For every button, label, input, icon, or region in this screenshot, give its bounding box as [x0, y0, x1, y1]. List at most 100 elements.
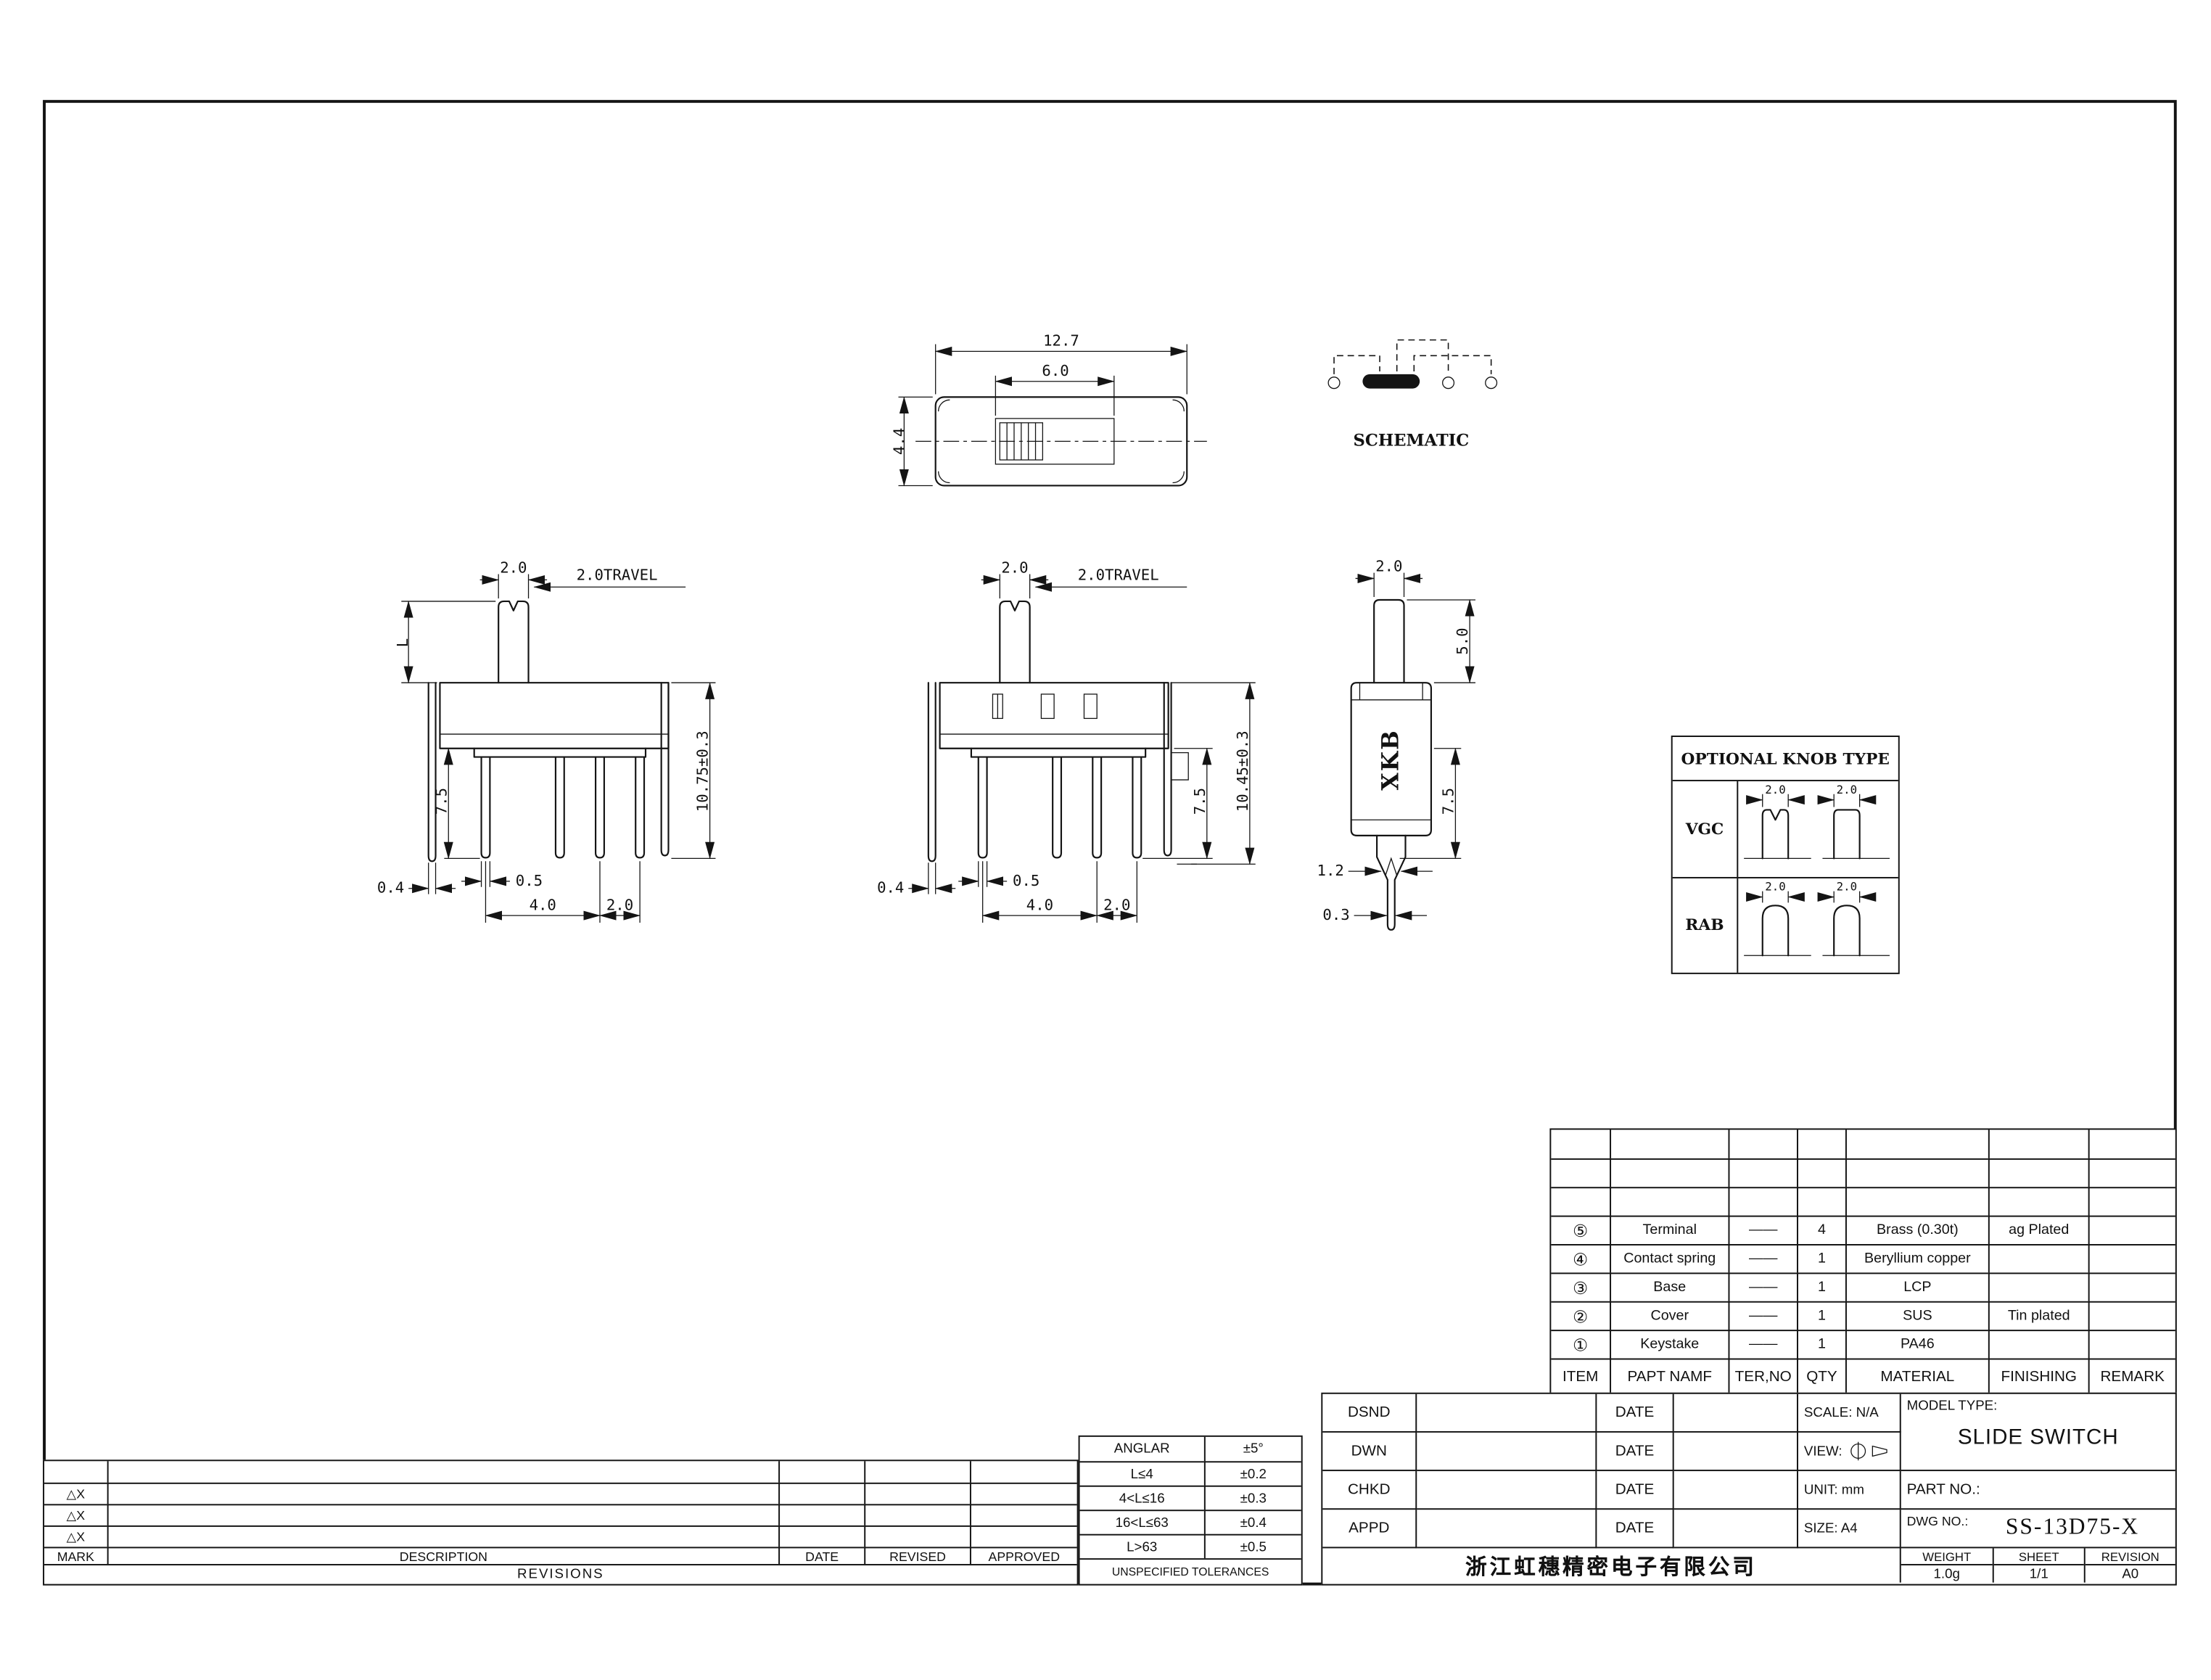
sheet-label: SHEET [1993, 1548, 2084, 1566]
weight-value: 1.0g [1933, 1566, 1960, 1582]
side-view: XKB 2.0 5.0 7.5 1.2 0.3 [1317, 558, 1475, 931]
model-type-value: SLIDE SWITCH [1957, 1425, 2119, 1450]
tolerance-value: ±0.4 [1203, 1510, 1301, 1534]
knob-dim: 2.0 [1837, 879, 1857, 893]
bom-material: Brass (0.30t) [1845, 1215, 1988, 1244]
model-type-label: MODEL TYPE: [1906, 1398, 1998, 1415]
signature-field [1417, 1393, 1597, 1433]
revisions-footer: REVISIONS [44, 1564, 1077, 1584]
revisions-header-row: MARK DESCRIPTION DATE REVISED APPROVED [44, 1547, 1077, 1565]
dim-top-slot: 6.0 [1042, 362, 1069, 379]
bom-header-qty: QTY [1797, 1358, 1845, 1393]
bom-part-name: Base [1610, 1272, 1729, 1301]
bom-remark [2088, 1301, 2175, 1330]
model-type-box: MODEL TYPE: SLIDE SWITCH [1901, 1394, 2175, 1472]
revision-row: △X [44, 1482, 1077, 1504]
date-field [1673, 1432, 1798, 1472]
bom-ter-no: —— [1728, 1301, 1798, 1330]
schematic-view: SCHEMATIC [1327, 339, 1498, 450]
bom-empty-row [1551, 1129, 2175, 1158]
rev-header-date: DATE [778, 1547, 865, 1565]
schematic-label: SCHEMATIC [1353, 431, 1469, 450]
dim-a-knob-height: L [394, 638, 411, 647]
bom-header-row: ITEM PAPT NAMF TER,NO QTY MATERIAL FINIS… [1551, 1358, 2175, 1393]
knob-profile-drawing: 2.0 2.0 [1738, 781, 1898, 876]
dim-a-pin-width: 0.5 [516, 872, 543, 889]
date-field [1673, 1471, 1798, 1510]
bom-qty: 4 [1797, 1215, 1845, 1244]
dim-a-total-height: 10.75±0.3 [694, 730, 712, 812]
approval-grid: DSND DATE DWN DATE CHKD DATE APPD DATE [1322, 1393, 1798, 1549]
bom-row-terminal: ⑤ Terminal —— 4 Brass (0.30t) ag Plated [1551, 1215, 2175, 1244]
bom-row-contact-spring: ④ Contact spring —— 1 Beryllium copper [1551, 1243, 2175, 1273]
bom-ter-no: —— [1728, 1243, 1798, 1273]
dim-b-knob-width: 2.0 [1001, 559, 1028, 577]
bom-qty: 1 [1797, 1330, 1845, 1359]
rev-header-description: DESCRIPTION [107, 1547, 779, 1565]
bom-table: ⑤ Terminal —— 4 Brass (0.30t) ag Plated … [1549, 1128, 2177, 1394]
sheet-value: 1/1 [2029, 1566, 2049, 1582]
approval-label: APPD [1322, 1510, 1417, 1549]
view-label: VIEW: [1803, 1443, 1842, 1459]
bom-material: PA46 [1845, 1330, 1988, 1359]
bom-finishing [1988, 1272, 2088, 1301]
knob-row-rab: RAB 2.0 2.0 [1672, 876, 1898, 973]
date-label: DATE [1597, 1471, 1674, 1510]
approval-label: DWN [1322, 1432, 1417, 1472]
dim-a-travel: 2.0TRAVEL [577, 566, 658, 583]
bom-item-no: ① [1551, 1330, 1610, 1358]
bom-row-keystake: ① Keystake —— 1 PA46 [1551, 1330, 2175, 1359]
weight-box: WEIGHT 1.0g [1901, 1548, 1993, 1582]
tolerance-range: 4<L≤16 [1079, 1485, 1204, 1510]
date-label: DATE [1597, 1393, 1674, 1433]
bom-ter-no: —— [1728, 1330, 1798, 1359]
optional-knob-table: OPTIONAL KNOB TYPE VGC 2.0 2.0 RAB [1671, 736, 1900, 974]
revisions-table: △X △X △X MARK DESCRIPTION DATE REVISED A… [43, 1459, 1079, 1586]
dim-s-pin-width: 0.3 [1322, 906, 1349, 923]
weight-label: WEIGHT [1901, 1548, 1993, 1566]
revision-mark: △X [44, 1525, 107, 1547]
date-label: DATE [1597, 1510, 1674, 1549]
bom-item-no: ④ [1551, 1243, 1610, 1272]
front-view-b: 2.0 2.0TRAVEL 7.5 10.45±0.3 0.4 0.5 4.0 … [877, 559, 1256, 923]
bom-qty: 1 [1797, 1301, 1845, 1330]
date-label: DATE [1597, 1432, 1674, 1472]
projection-symbol-icon [1850, 1441, 1887, 1461]
slider-symbol [1362, 374, 1420, 389]
tolerance-range: ANGLAR [1113, 1441, 1170, 1457]
tolerances-table: ANGLAR ±5° L≤4 ±0.2 4<L≤16 ±0.3 16<L≤63 … [1078, 1435, 1303, 1586]
knob-type-label: VGC [1673, 781, 1739, 876]
revision-value: A0 [2122, 1566, 2139, 1582]
bom-remark [2088, 1330, 2175, 1359]
revision-box: REVISION A0 [2083, 1548, 2175, 1583]
knob-dim: 2.0 [1765, 783, 1785, 796]
bom-material: LCP [1845, 1272, 1988, 1301]
bom-material: SUS [1845, 1301, 1988, 1330]
tolerance-row: ANGLAR ±5° [1080, 1436, 1301, 1462]
tolerance-range: L>63 [1079, 1533, 1204, 1558]
tolerance-range: 16<L≤63 [1079, 1510, 1204, 1533]
dim-s-knob-height: 5.0 [1454, 627, 1471, 654]
tolerance-row: 4<L≤16 ±0.3 [1079, 1485, 1301, 1510]
bom-header-material: MATERIAL [1845, 1358, 1988, 1393]
bom-empty-row [1551, 1187, 2175, 1216]
knob-profile-drawing: 2.0 2.0 [1738, 878, 1898, 973]
revision-mark: △X [44, 1482, 107, 1504]
bom-item-no: ⑤ [1551, 1215, 1610, 1244]
dim-b-pin-width: 0.5 [1013, 872, 1039, 889]
dim-s-knob-width: 2.0 [1375, 558, 1402, 575]
bom-finishing: Tin plated [1988, 1301, 2088, 1330]
part-no-box: PART NO.: [1901, 1471, 2175, 1510]
dim-top-width: 12.7 [1043, 332, 1079, 349]
dim-a-pitch-b: 2.0 [606, 896, 633, 913]
bom-finishing [1988, 1243, 2088, 1273]
rev-header-revised: REVISED [864, 1547, 970, 1565]
tolerance-value: ±0.3 [1203, 1485, 1301, 1510]
bom-item-no: ③ [1551, 1272, 1610, 1301]
knob-dim: 2.0 [1837, 783, 1857, 796]
signature-field [1417, 1432, 1597, 1472]
bom-material: Beryllium copper [1845, 1243, 1988, 1273]
dim-a-pin-length: 7.5 [432, 788, 450, 815]
